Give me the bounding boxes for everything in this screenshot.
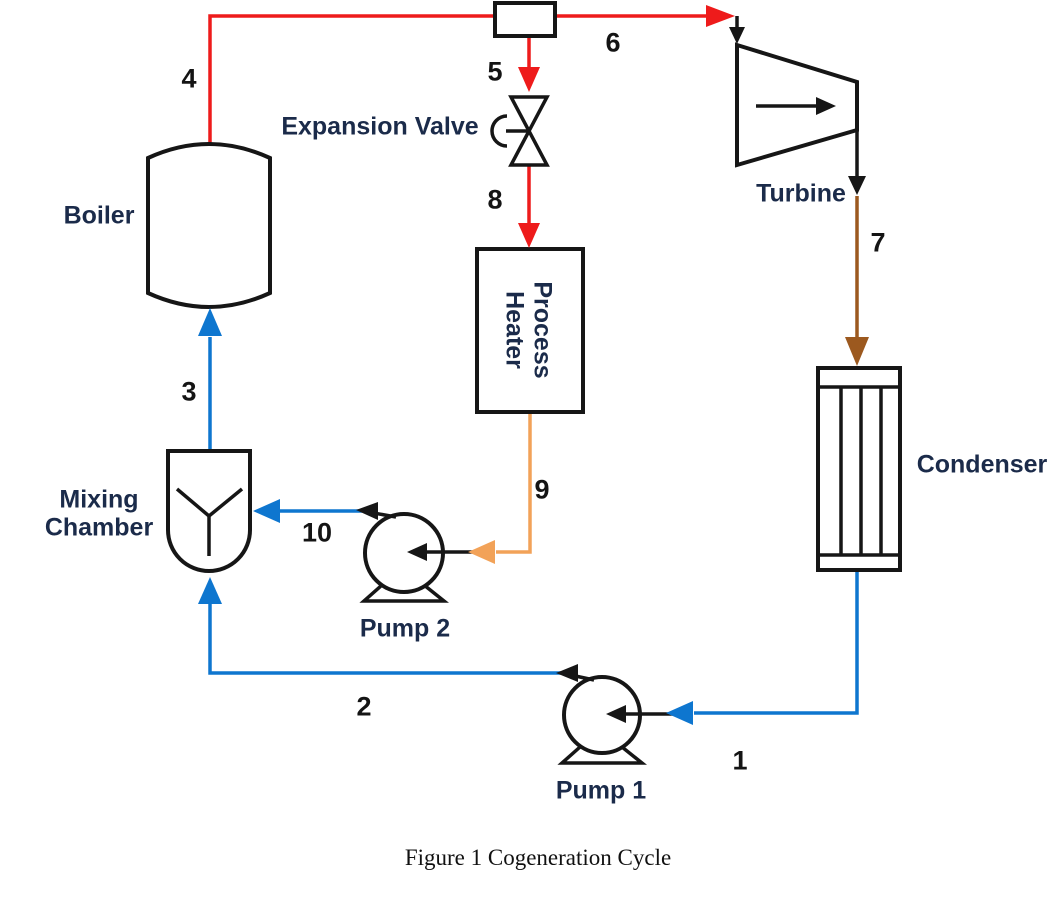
pump2-outlet-arrow [356,502,378,520]
mixing-chamber-shape [166,449,252,573]
stream-2-line [208,604,562,675]
process-heater-label-line1: Process [528,281,557,379]
arrow-toward-pump2 [468,540,495,564]
turbine-label: Turbine [756,179,846,208]
mixing-chamber-label: Mixing Chamber [44,485,154,542]
state-point-4: 4 [181,63,197,94]
pump1-base [557,745,647,765]
component-shapes [146,1,902,765]
state-point-2: 2 [356,691,372,722]
pump1-outlet-arrow [556,664,578,682]
turbine-inlet-arrow [729,27,745,44]
red-arrowheads [518,5,735,248]
pump2-base [359,583,449,603]
black-arrowheads [356,27,866,723]
boiler-shape [146,142,272,309]
arrow-toward-pump1 [666,701,693,725]
pump1-inlet-arrow [606,705,626,723]
process-heater-label: Process Heater [501,281,557,379]
state-point-7: 7 [870,227,886,258]
mixing-chamber-impeller [175,487,244,556]
arrow-into-chamber-side [253,499,280,523]
orange-stream-lines [496,412,532,554]
condenser-tubes [818,385,900,557]
process-heater-label-line2: Heater [501,291,529,369]
state-point-6: 6 [605,27,621,58]
expansion-valve-label: Expansion Valve [281,112,479,141]
stream-9-line [496,412,532,554]
brown-arrowheads [845,337,869,366]
turbine-flow-arrow [816,97,836,115]
condenser-label: Condenser [916,450,1048,479]
arrow-into-valve [518,67,540,92]
state-point-8: 8 [487,184,503,215]
pump2-label: Pump 2 [359,614,451,643]
turbine-outlet-arrow [848,176,866,195]
arrow-into-turbine-junction [706,5,735,27]
blue-stream-lines [208,337,859,715]
figure-caption: Figure 1 Cogeneration Cycle [404,845,672,870]
expansion-valve-shape [508,95,550,167]
mixing-chamber-label-line2: Chamber [44,513,154,541]
arrow-into-chamber-bottom [198,577,222,604]
state-point-1: 1 [732,745,748,776]
arrow-into-condenser [845,337,869,366]
condenser-shape [816,366,902,572]
state-point-5: 5 [487,56,503,87]
orange-arrowheads [468,540,495,564]
expansion-valve-actuator [490,114,527,148]
red-stream-lines [208,14,708,226]
state-point-10: 10 [301,517,333,548]
process-heater-shape [475,247,585,414]
pump2-inlet-arrow [407,543,427,561]
state-point-9: 9 [534,474,550,505]
arrow-into-heater [518,223,540,248]
mixing-chamber-label-line1: Mixing [59,485,139,514]
blue-arrowheads [198,308,693,725]
state-point-3: 3 [181,376,197,407]
pump1-label: Pump 1 [555,776,647,805]
stream-4-line [208,14,496,146]
splitter-box-shape [493,1,557,38]
stream-1-line [694,570,859,715]
boiler-label: Boiler [63,201,135,230]
arrow-into-boiler [198,308,222,336]
